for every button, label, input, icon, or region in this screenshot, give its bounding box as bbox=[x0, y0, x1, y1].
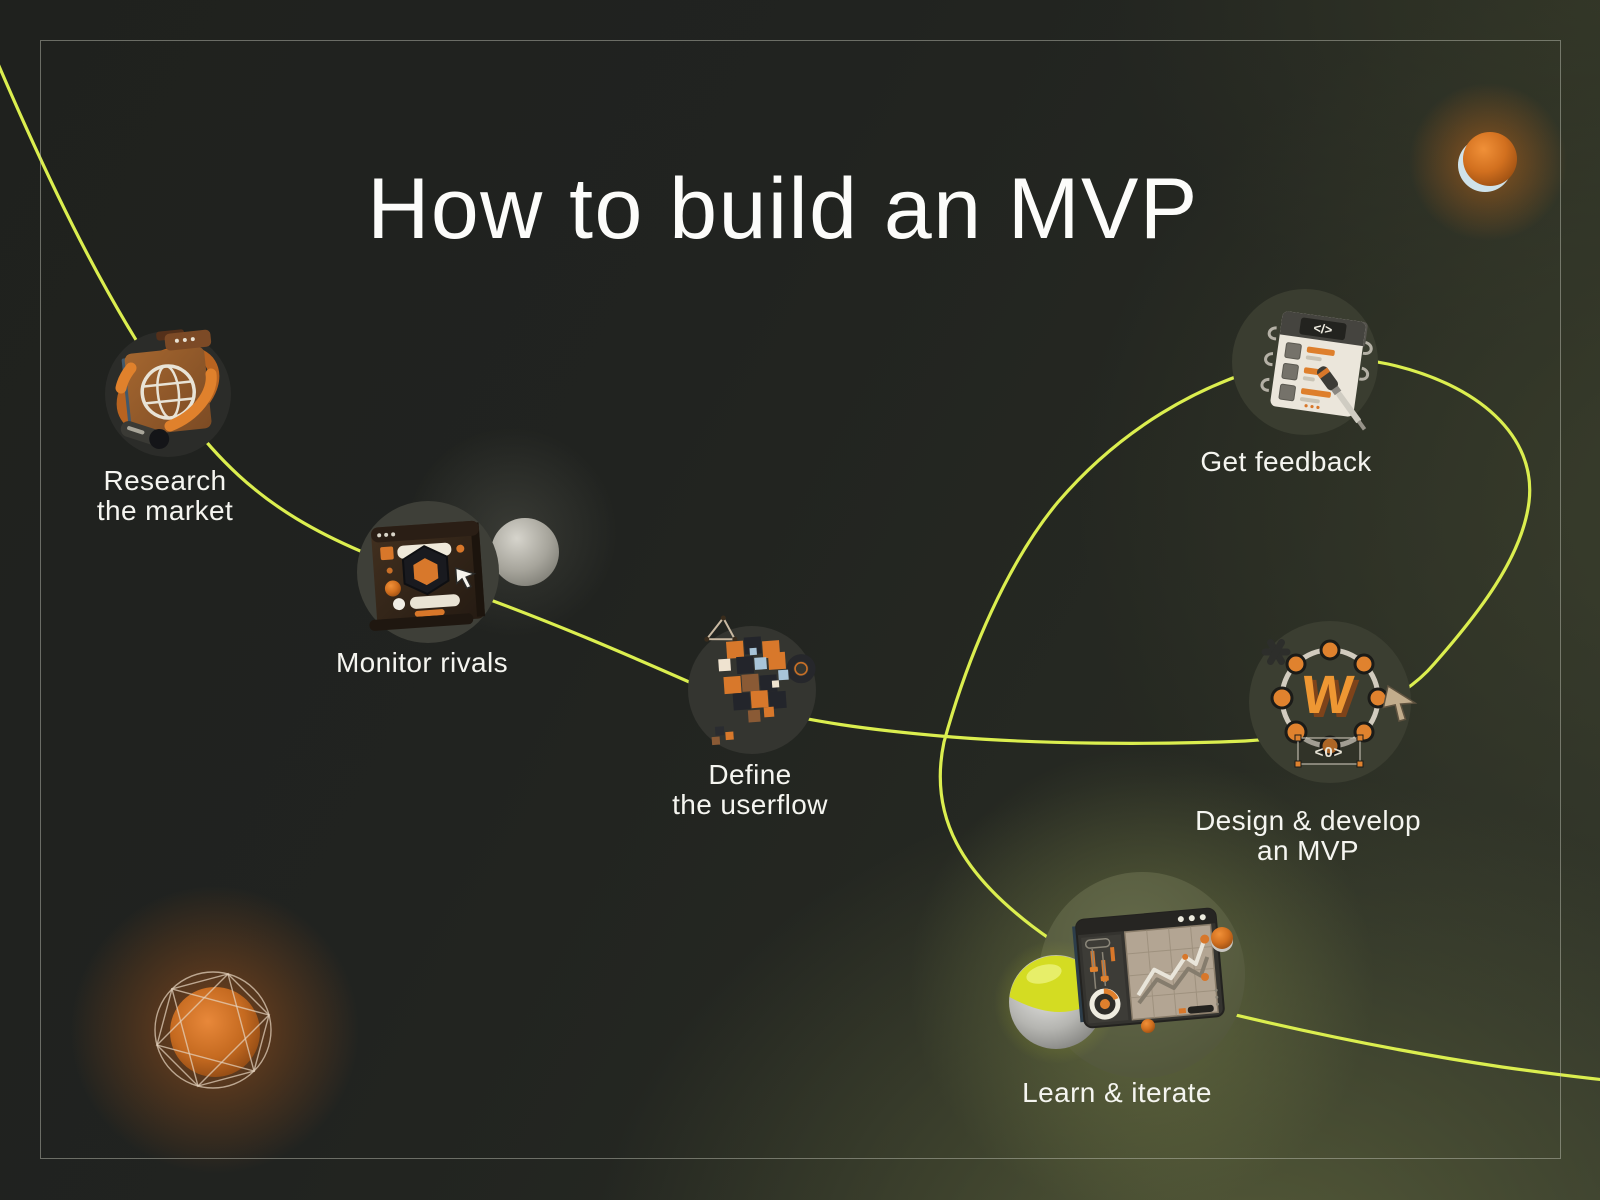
step-label-research: Research the market bbox=[96, 465, 234, 526]
orange-sphere bbox=[1458, 132, 1517, 192]
w-letter: W bbox=[1299, 665, 1357, 725]
dashboard-floating-spheres bbox=[1141, 927, 1233, 1033]
screwdriver-icon bbox=[1316, 366, 1367, 431]
stone-sphere bbox=[491, 518, 559, 586]
step-label-feedback: Get feedback bbox=[1200, 446, 1372, 477]
step-label-design: Design & develop an MVP bbox=[1195, 805, 1421, 866]
cursor-icon bbox=[454, 567, 477, 590]
pointer-arrow-icon bbox=[1382, 684, 1418, 722]
step-label-monitor: Monitor rivals bbox=[335, 647, 509, 678]
browser-globe-icon bbox=[115, 329, 220, 449]
wireframe-caged-sphere bbox=[154, 971, 272, 1089]
app-window-cursor-icon bbox=[369, 520, 486, 631]
ring-nodes bbox=[1270, 639, 1389, 757]
code-badge-text: </> bbox=[1313, 320, 1334, 338]
selection-tag-text: <0> bbox=[1315, 744, 1344, 761]
globe-icon bbox=[140, 364, 196, 420]
voxel-cube-icon bbox=[704, 615, 816, 746]
step-label-learn: Learn & iterate bbox=[1022, 1077, 1212, 1108]
step-label-userflow: Define the userflow bbox=[672, 759, 828, 820]
page-title: How to build an MVP bbox=[367, 160, 1199, 257]
code-survey-icon: </> bbox=[1260, 311, 1373, 431]
asterisk-icon bbox=[1261, 639, 1291, 665]
selection-tag: <0> bbox=[1294, 734, 1364, 768]
w-letter-shadow: W bbox=[1303, 669, 1361, 729]
w-design-ring-icon: W W <0> bbox=[1261, 639, 1418, 768]
analytics-dashboard-icon bbox=[1072, 907, 1225, 1029]
